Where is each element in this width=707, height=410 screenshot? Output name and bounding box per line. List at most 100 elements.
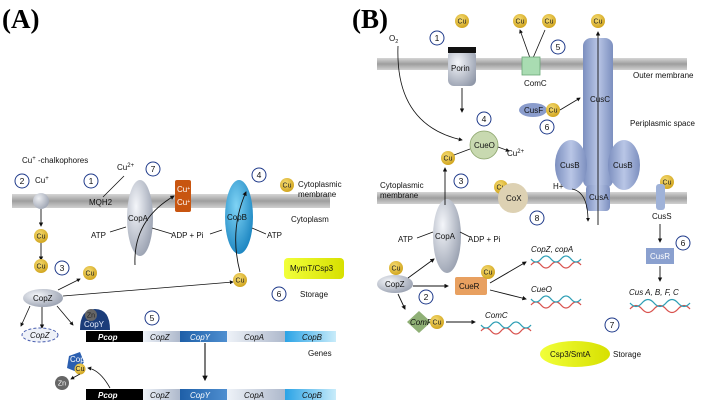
copz-label-a: CopZ bbox=[33, 294, 53, 303]
arrow-copb-export bbox=[235, 191, 247, 273]
line-cu-to-cueo bbox=[453, 148, 471, 156]
csp3-smta-storage bbox=[540, 341, 610, 367]
gene1-copz-label: CopZ bbox=[150, 333, 171, 342]
cu-on-copy-label: Cu bbox=[76, 366, 85, 373]
cytoplasmic-membrane-label-a: Cytoplasmic membrane bbox=[298, 180, 344, 199]
copb-label: CopB bbox=[227, 213, 247, 222]
gene2-pcop-label: Pcop bbox=[98, 391, 118, 400]
step-8-marker bbox=[529, 210, 545, 226]
cusb-left bbox=[555, 140, 587, 190]
cu-storage-label-2: Cu+ bbox=[177, 198, 190, 207]
comc-label-b: ComC bbox=[524, 79, 547, 88]
gene2-copa-box bbox=[227, 389, 285, 400]
cu-on-copz-b bbox=[389, 261, 403, 275]
cusb-right bbox=[608, 140, 640, 190]
copz-copa-genes-label: CopZ, copA bbox=[531, 245, 573, 254]
atp-line-a1 bbox=[109, 226, 127, 233]
copz-protein-b bbox=[377, 275, 413, 293]
cuer-regulator bbox=[455, 277, 487, 295]
step-2-number-a: 2 bbox=[20, 176, 25, 186]
copy-free-label: CopY bbox=[70, 355, 91, 364]
cu-below-copb bbox=[233, 273, 247, 287]
copy-bound-label: CopY bbox=[84, 320, 105, 329]
comc-gene-label: ComC bbox=[485, 311, 508, 320]
dna-comc bbox=[480, 321, 532, 335]
step-7-marker bbox=[145, 161, 161, 177]
dna-copz-copa bbox=[530, 255, 582, 269]
panel-a-label: (A) bbox=[2, 4, 39, 34]
arrow-gene-to-copy bbox=[87, 366, 111, 389]
cytoplasm-label: Cytoplasm bbox=[291, 215, 329, 224]
outer-membrane-label: Outer membrane bbox=[633, 71, 694, 80]
gene2-copb-box bbox=[285, 389, 336, 400]
step-8-number: 8 bbox=[535, 213, 540, 223]
zn-ion-bound bbox=[85, 309, 97, 321]
copa-label-b: CopA bbox=[435, 232, 456, 241]
cu-plus-label-a: Cu+ bbox=[35, 176, 49, 185]
step-6-number-a: 6 bbox=[277, 289, 282, 299]
genes-label: Genes bbox=[308, 349, 332, 358]
chalkophores-label: Cu+ -chalkophores bbox=[22, 156, 88, 165]
periplasmic-space-label: Periplasmic space bbox=[630, 119, 695, 128]
mqh2-label: MQH2 bbox=[89, 198, 113, 207]
cu-near-cueo-label: Cu bbox=[444, 156, 453, 163]
cu-comc-left-label: Cu bbox=[516, 19, 525, 26]
step-4-marker-a bbox=[251, 167, 267, 183]
dna-cus bbox=[629, 298, 691, 314]
comr-label: ComR bbox=[410, 318, 433, 327]
cu-on-cuer-label: Cu bbox=[484, 270, 493, 277]
arrow-copz-release bbox=[57, 278, 81, 291]
comr-regulator bbox=[407, 311, 431, 333]
cu-near-cueo bbox=[441, 151, 455, 165]
cus-genes-label: Cus A, B, F, C bbox=[629, 288, 679, 297]
gene2-copb-label: CopB bbox=[302, 391, 323, 400]
step-6-number-b2: 6 bbox=[681, 238, 686, 248]
cu-storage-label-1: Cu+ bbox=[177, 185, 190, 194]
copb-pump bbox=[225, 180, 253, 254]
copz-label-b: CopZ bbox=[385, 280, 405, 289]
cueo-label: CueO bbox=[474, 141, 495, 150]
cusr-label: CusR bbox=[650, 252, 670, 261]
arrow-copa-to-csp bbox=[134, 195, 175, 266]
comc-protein bbox=[521, 56, 541, 76]
arrow-cueo-oxidize bbox=[497, 146, 510, 152]
cusb-left-label: CusB bbox=[560, 161, 580, 170]
cusa-label: CusA bbox=[589, 193, 609, 202]
csp3-smta-label: Csp3/SmtA bbox=[550, 350, 591, 359]
cu-exported-a bbox=[280, 178, 294, 192]
copz-degraded bbox=[21, 327, 59, 343]
chalkophore-channel bbox=[33, 193, 49, 209]
gene2-pcop-box bbox=[86, 389, 143, 400]
adp-line-b bbox=[459, 231, 471, 238]
step-3-number-b: 3 bbox=[459, 176, 464, 186]
arrow-copz-left bbox=[20, 305, 31, 327]
step-1-marker-a bbox=[83, 173, 99, 189]
cueo-gene-label: CueO bbox=[531, 285, 552, 294]
cu2plus-label-b: Cu2+ bbox=[507, 149, 525, 158]
cu-on-cox-label: Cu bbox=[497, 185, 506, 192]
cu-at-porin bbox=[455, 14, 469, 28]
dna-cueo bbox=[530, 295, 582, 309]
zn-bound-label: Zn bbox=[87, 313, 95, 320]
cu-on-cusf-label: Cu bbox=[549, 108, 558, 115]
adp-label-b: ADP + Pi bbox=[468, 235, 501, 244]
step-6-number-b1: 6 bbox=[545, 122, 550, 132]
atp-label-a1: ATP bbox=[91, 231, 106, 240]
step-4-number-b: 4 bbox=[482, 114, 487, 124]
cusf-protein bbox=[519, 103, 547, 117]
cu-on-copy bbox=[74, 363, 86, 375]
cu-at-cuss-label: Cu bbox=[663, 180, 672, 187]
atp-label-a2: ATP bbox=[267, 231, 282, 240]
copz-degraded-label: CopZ bbox=[30, 331, 51, 340]
gene2-copa-label: CopA bbox=[244, 391, 264, 400]
atp-line-a2 bbox=[251, 227, 267, 235]
cu-below-copb-label: Cu bbox=[236, 278, 245, 285]
step-3-marker-b bbox=[453, 173, 469, 189]
step-6-marker-b2 bbox=[675, 235, 691, 251]
zn-free-label: Zn bbox=[58, 381, 66, 388]
arrow-cusf-to-cusc bbox=[559, 97, 581, 111]
inner-membrane bbox=[377, 192, 687, 204]
zn-ion-free bbox=[55, 376, 69, 390]
gene1-copz-box bbox=[143, 331, 180, 342]
step-2-marker-b bbox=[418, 289, 434, 305]
